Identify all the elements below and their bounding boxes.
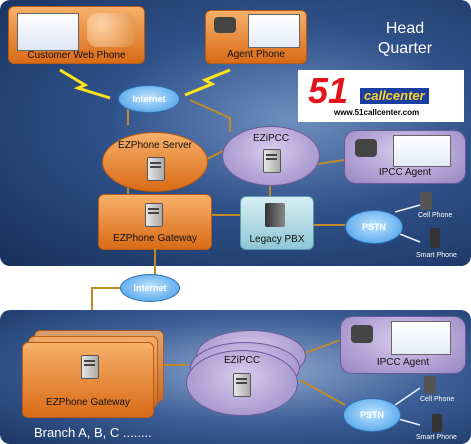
pstn-label: PSTN <box>359 410 384 420</box>
ezipcc-label: EZiPCC <box>223 355 261 366</box>
monitor-icon <box>248 14 300 48</box>
desk-phone-icon <box>351 325 373 343</box>
monitor-icon <box>393 135 451 167</box>
ezphone-gateway-label: EZPhone Gateway <box>46 397 130 408</box>
agent-phone-box: Agent Phone <box>205 10 307 64</box>
agent-phone-label: Agent Phone <box>227 49 285 60</box>
hq-title-line1: Head <box>385 20 425 37</box>
ezphone-gateway-box: EZPhone Gateway <box>22 342 154 418</box>
cell-phone-label: Cell Phone <box>420 396 455 403</box>
ezipcc-node: EZiPCC <box>186 350 298 416</box>
pstn-cloud: PSTN <box>343 398 401 432</box>
smart-phone-label: Smart Phone <box>416 252 457 259</box>
internet-cloud: Internet <box>118 85 180 113</box>
server-icon <box>81 355 99 379</box>
internet-cloud-wan: Internet <box>120 274 180 302</box>
monitor-icon <box>391 321 451 355</box>
ezipcc-label: EZiPCC <box>252 133 290 144</box>
head-quarter-panel: Customer Web Phone Agent Phone Head Quar… <box>0 0 471 266</box>
server-icon <box>233 373 251 397</box>
pbx-icon <box>265 203 285 227</box>
logo-51: 51 <box>308 70 349 111</box>
smart-phone-icon <box>430 228 440 248</box>
desk-phone-icon <box>214 17 236 33</box>
internet-label: Internet <box>132 94 166 104</box>
branch-caption: Branch A, B, C ........ <box>34 425 152 440</box>
legacy-pbx-box: Legacy PBX <box>240 196 314 250</box>
51callcenter-logo: 51 callcenter www.51callcenter.com <box>298 70 464 122</box>
pstn-label: PSTN <box>361 222 386 232</box>
smart-phone-label: Smart Phone <box>416 434 457 441</box>
ipcc-agent-box: IPCC Agent <box>344 130 466 184</box>
logo-url: www.51callcenter.com <box>334 108 420 117</box>
ezphone-gateway-label: EZPhone Gateway <box>113 233 197 244</box>
server-icon <box>145 203 163 227</box>
ezphone-server-label: EZPhone Server <box>118 140 192 151</box>
people-icon <box>87 13 135 47</box>
smart-phone-icon <box>432 414 442 432</box>
pstn-cloud: PSTN <box>345 210 403 244</box>
ezphone-server-node: EZPhone Server <box>102 132 208 192</box>
monitor-icon <box>17 13 79 51</box>
branch-panel: EZPhone Gateway EZiPCC IPCC Agent PSTN C… <box>0 310 471 444</box>
cell-phone-icon <box>420 192 432 210</box>
server-icon <box>263 149 281 173</box>
ipcc-agent-label: IPCC Agent <box>378 167 432 178</box>
hq-connection-lines <box>59 68 421 243</box>
ezipcc-node: EZiPCC <box>222 126 320 186</box>
server-icon <box>147 157 165 181</box>
ezphone-gateway-box: EZPhone Gateway <box>98 194 212 250</box>
hq-title-line2: Quarter <box>377 40 433 57</box>
ipcc-agent-label: IPCC Agent <box>376 357 430 368</box>
customer-web-phone-box: Customer Web Phone <box>8 6 145 64</box>
internet-wan-label: Internet <box>133 283 167 293</box>
ipcc-agent-box: IPCC Agent <box>340 316 466 374</box>
cell-phone-icon <box>424 376 436 394</box>
customer-web-phone-label: Customer Web Phone <box>27 50 126 61</box>
desk-phone-icon <box>355 139 377 157</box>
legacy-pbx-label: Legacy PBX <box>249 234 305 245</box>
logo-callcenter: callcenter <box>360 88 429 104</box>
cell-phone-label: Cell Phone <box>418 212 453 219</box>
